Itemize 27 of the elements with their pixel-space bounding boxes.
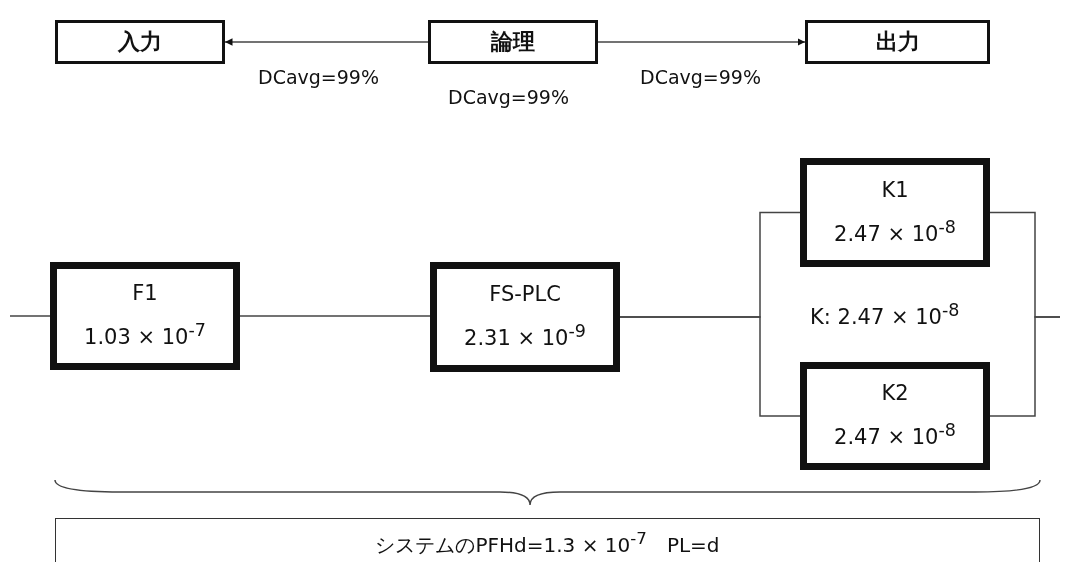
component-box	[50, 262, 240, 370]
component-box	[800, 158, 990, 267]
failure-rate: 1.03 × 10$^{-7}$	[84, 319, 206, 351]
component-name: FS-PLC	[489, 281, 561, 309]
failure-rate: 2.31 × 10$^{-9}$	[464, 320, 586, 352]
connector-line	[989, 316, 1061, 417]
failure-rate: 2.47 × 10$^{-8}$	[834, 419, 956, 451]
box-label: 論理	[491, 28, 535, 56]
process-box	[805, 20, 990, 64]
component-box	[800, 362, 990, 470]
component-box	[430, 262, 620, 372]
connector-line	[239, 315, 431, 317]
process-box	[428, 20, 598, 64]
failure-rate: 2.47 × 10$^{-8}$	[834, 215, 956, 248]
connector-line	[9, 315, 51, 317]
coverage-label: DCavg=99%	[448, 86, 569, 108]
box-label: 出力	[875, 28, 920, 56]
box-label: 入力	[118, 28, 162, 56]
combined-rate-label: K: 2.47 × 10$^{-8}$	[810, 300, 960, 329]
component-name: F1	[132, 280, 158, 308]
result-text: システムのPFHd=1.3 × 10$^{-7}$ PL=d	[375, 529, 720, 559]
component-name: K2	[881, 380, 909, 408]
connector-line	[619, 316, 801, 417]
component-name: K1	[881, 176, 909, 204]
arrow	[224, 38, 429, 46]
arrow	[597, 38, 806, 46]
process-box	[55, 20, 225, 64]
